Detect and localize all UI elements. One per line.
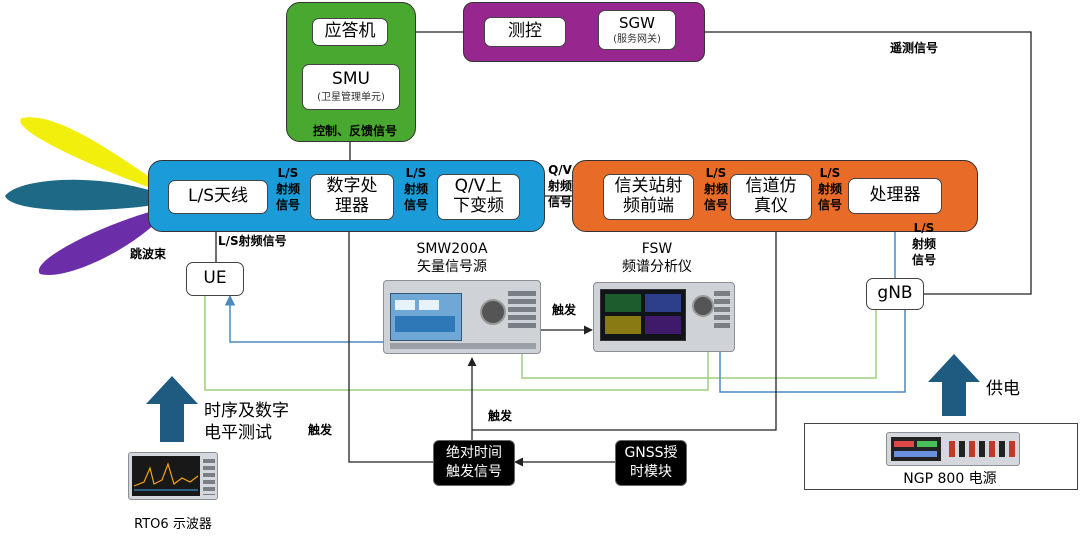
dsp-trigger-label: 触发 [307,423,332,437]
abs-trigger-label: 触发 [487,409,512,423]
dsp-label-2: 理器 [335,196,369,216]
gateway-rf-block: 信关站射 频前端 [603,174,694,220]
processor-block: 处理器 [848,178,942,214]
smw-ue-line [224,294,388,343]
beam-teal [5,179,172,211]
beam-purple [38,204,172,275]
fsw-screen [600,289,686,341]
ttc-label: 测控 [508,21,542,42]
smw-screen [390,293,462,341]
power-supply-arrow-icon [928,354,980,416]
dsp-block: 数字处 理器 [310,174,394,220]
absolute-time-trigger-block: 绝对时间 触发信号 [433,440,515,486]
telemetry-label: 遥测信号 [889,41,938,55]
abs-label-2: 触发信号 [446,464,502,480]
ngp800-power-supply [886,432,1020,466]
ngp800-caption: NGP 800 电源 [903,471,997,487]
smu-label: SMU [332,69,370,90]
rto6-caption: RTO6 示波器 [134,517,212,532]
channel-emulator-block: 信道仿 真仪 [730,174,812,220]
fsw-instrument [593,282,735,352]
ls-antenna-block: L/S天线 [168,180,268,214]
chan-label-2: 真仪 [754,196,788,216]
rto-screen [132,456,200,496]
dsp-label-1: 数字处 [326,176,378,197]
smw-fsw-trigger-label: 触发 [551,303,576,317]
ls-rf-signal-ue: L/S射频信号 [218,234,287,248]
gnss-label-1: GNSS授 [624,445,678,462]
beam-hopping-icon [5,117,173,275]
qv-converter-block: Q/V上 下变频 [437,174,520,220]
smw-gnb-green-line [521,310,877,379]
sgw-block: SGW (服务网关) [598,10,676,50]
abs-dsp-trigger-line [344,221,433,463]
qv-label-2: 下变频 [453,196,504,216]
ue-fsw-green-line [204,296,709,391]
ttc-block: 测控 [484,17,566,47]
transponder-block: 应答机 [312,18,388,46]
beam-yellow [20,117,173,196]
fsw-gnb-blue-line [719,310,906,393]
beam-hopping-label: 跳波束 [130,247,167,261]
gnb-block: gNB [866,278,924,310]
gnb-label: gNB [877,283,913,304]
rto6-oscilloscope [128,452,218,500]
smw-knob-icon [480,299,506,325]
ue-label: UE [203,268,227,289]
ls-antenna-label: L/S天线 [188,186,248,207]
processor-label: 处理器 [869,185,921,206]
transponder-label: 应答机 [324,21,376,42]
control-feedback-label: 控制、反馈信号 [312,124,397,138]
chan-label-1: 信道仿 [745,176,797,197]
gnss-timing-block: GNSS授 时模块 [615,440,687,486]
gw-label-1: 信关站射 [614,176,683,197]
abs-label-1: 绝对时间 [446,445,502,462]
ue-block: UE [186,262,244,296]
sgw-label: SGW [619,13,655,32]
timing-test-arrow-icon [146,376,198,442]
smu-sub-label: (卫星管理单元) [317,92,385,104]
sgw-sub-label: (服务网关) [613,33,661,45]
power-supply-label: 供电 [986,379,1020,399]
abs-chan-trigger-line [472,221,781,431]
timing-test-label: 时序及数字电平测试 [204,401,289,444]
telemetry-line [676,31,1032,295]
gw-label-2: 频前端 [623,196,674,216]
gnss-label-2: 时模块 [630,464,672,480]
qv-label-1: Q/V上 [454,176,503,197]
fsw-knob-icon [692,295,714,317]
smu-block: SMU (卫星管理单元) [302,64,400,110]
smw200a-instrument [383,280,541,354]
